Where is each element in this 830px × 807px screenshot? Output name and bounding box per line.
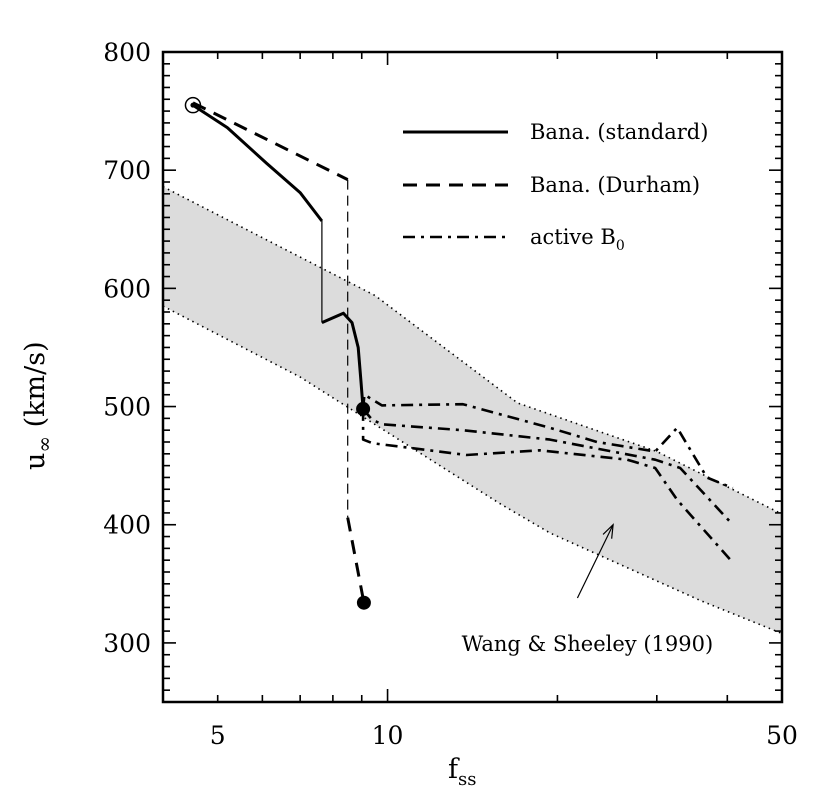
y-tick-label: 500 (103, 393, 151, 422)
series-line-segment (346, 517, 366, 603)
x-tick-label: 50 (766, 721, 798, 750)
y-axis-title-sub: ∞ (32, 436, 56, 453)
y-tick-label: 400 (103, 511, 151, 540)
x-axis-title: fss (448, 754, 476, 790)
band-fill (163, 186, 782, 634)
legend-label-durham: Bana. (Durham) (530, 173, 700, 197)
series-active-b0 (361, 393, 734, 564)
x-tick-label: 5 (210, 721, 226, 750)
series-line-segment (192, 101, 349, 181)
series-line-segment (192, 103, 324, 222)
series-layer (184, 96, 734, 610)
y-axis-title-main: u (20, 453, 51, 470)
y-axis-title: u∞ (km/s) (20, 341, 56, 470)
legend-label-active-b0: active B0 (530, 225, 625, 254)
band-lower-edge (162, 305, 783, 635)
x-tick-label: 10 (372, 721, 404, 750)
band-upper-edge (162, 185, 783, 515)
y-axis-title-rest: (km/s) (20, 341, 51, 436)
y-tick-label: 700 (103, 156, 151, 185)
end-marker-filled-circle (356, 595, 371, 610)
series-line-segment (361, 408, 734, 564)
legend: Bana. (standard) Bana. (Durham) active B… (403, 120, 708, 254)
band-layer (162, 185, 783, 635)
y-tick-label: 600 (103, 274, 151, 303)
annotation: Wang & Sheeley (1990) (462, 523, 714, 656)
series-bana-durham (192, 101, 371, 610)
annotation-arrow-shaft (576, 524, 614, 599)
annotation-arrow-head (602, 523, 614, 539)
x-axis-title-main: f (448, 754, 460, 785)
y-tick-label: 300 (103, 629, 151, 658)
axes-layer: 5 10 50 300 400 500 600 700 800 (103, 38, 798, 750)
series-line-segment (321, 311, 365, 410)
plot-frame (161, 50, 784, 704)
y-tick-label: 800 (103, 38, 151, 67)
x-axis-title-sub: ss (458, 769, 476, 790)
legend-label-standard: Bana. (standard) (530, 120, 708, 144)
legend-label-active-b0-sub: 0 (616, 238, 625, 254)
series-bana-standard (184, 96, 371, 416)
legend-label-active-b0-main: active B (530, 225, 616, 249)
band-label: Wang & Sheeley (1990) (462, 632, 714, 656)
